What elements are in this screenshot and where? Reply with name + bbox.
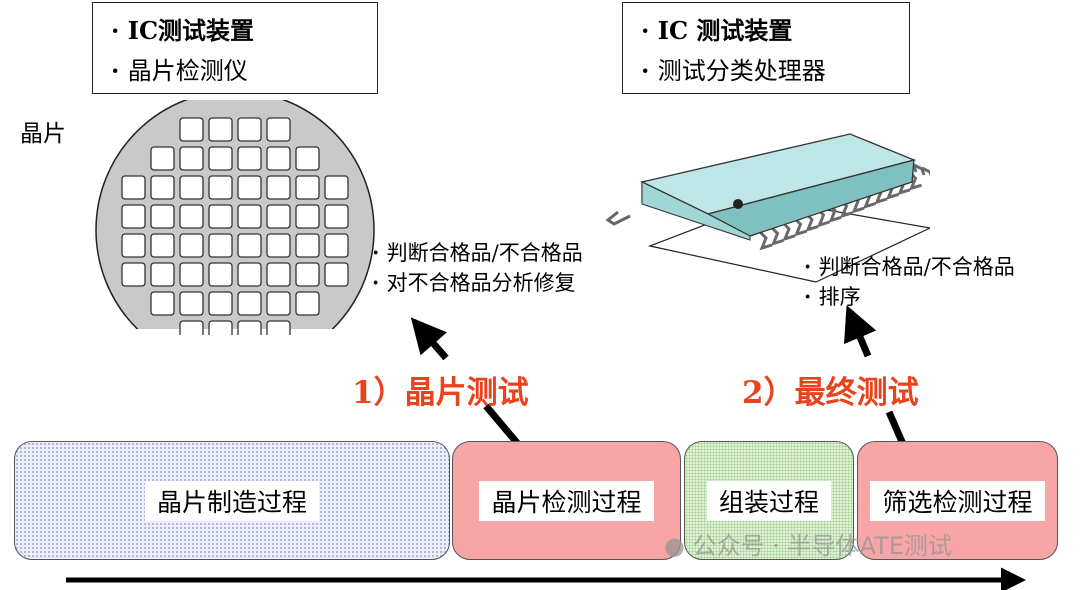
wafer-test-label: 1）晶片测试 xyxy=(352,375,529,411)
wafer-die xyxy=(208,204,233,229)
wafer-die xyxy=(324,204,349,229)
wafer-die xyxy=(295,262,320,287)
wafer-die xyxy=(295,233,320,258)
wafer-die xyxy=(266,175,291,200)
wafer-test-arrow-upper xyxy=(410,317,449,361)
wafer-equipment-line-1: IC测试装置 xyxy=(111,11,359,51)
wafer-die xyxy=(324,233,349,258)
stage-wafer-probe-label: 晶片检测过程 xyxy=(479,480,654,521)
wafer-die xyxy=(266,291,291,316)
wafer-label: 晶片 xyxy=(20,121,66,147)
final-test-arrow-lower xyxy=(885,410,907,446)
wafer-die xyxy=(179,204,204,229)
wafer-die xyxy=(266,146,291,171)
final-test-label: 2）最终测试 xyxy=(742,375,919,411)
wafer-die xyxy=(237,117,262,142)
wafer-test-arrow-lower xyxy=(483,403,521,447)
wafer-die xyxy=(121,175,146,200)
wafer-die xyxy=(179,146,204,171)
wafer-equipment-line-2: 晶片检测仪 xyxy=(111,51,359,91)
stage-assembly-label: 组装过程 xyxy=(706,480,831,521)
stage-wafer-probe: 晶片检测过程 xyxy=(452,441,681,560)
chip-equipment-line-1: IC 测试装置 xyxy=(641,11,891,51)
chip-lead xyxy=(758,230,773,251)
chip-equipment-line-2: 测试分类处理器 xyxy=(641,51,891,91)
wafer-die xyxy=(150,291,175,316)
wafer-die xyxy=(208,175,233,200)
wafer-die xyxy=(266,204,291,229)
wafer-die xyxy=(266,233,291,258)
wafer-die xyxy=(208,146,233,171)
wafer-die xyxy=(266,320,291,335)
chip-lead xyxy=(770,226,784,246)
wafer-die xyxy=(237,262,262,287)
wafer-die xyxy=(179,175,204,200)
wafer-die xyxy=(208,233,233,258)
wafer-die xyxy=(150,262,175,287)
watermark-text: 公众号 · 半导体ATE测试 xyxy=(692,532,952,560)
wafer-die xyxy=(266,262,291,287)
stage-wafer-fab: 晶片制造过程 xyxy=(14,441,450,560)
wafer-die xyxy=(150,233,175,258)
wafer-die xyxy=(208,117,233,142)
chip-equipment-box: IC 测试装置 测试分类处理器 xyxy=(622,2,910,94)
wafer-die xyxy=(237,175,262,200)
chip-lead xyxy=(921,166,930,177)
wafer-icon xyxy=(95,100,375,335)
stage-screening-label: 筛选检测过程 xyxy=(870,480,1045,521)
wafer-die xyxy=(295,175,320,200)
wafer-die xyxy=(237,146,262,171)
stage-wafer-fab-label: 晶片制造过程 xyxy=(144,480,319,521)
chip-notes: 判断合格品/不合格品 排序 xyxy=(804,252,1015,312)
stage-screening: 筛选检测过程 xyxy=(857,441,1058,560)
chip-lead xyxy=(781,221,796,242)
wafer-die xyxy=(179,117,204,142)
wafer-die xyxy=(295,291,320,316)
ic-chip-icon xyxy=(605,133,930,283)
watermark: ● 公众号 · 半导体ATE测试 xyxy=(664,526,952,561)
wafer-die xyxy=(237,291,262,316)
wafer-die xyxy=(121,233,146,258)
chip-note-2: 排序 xyxy=(804,282,1015,312)
wafer-die xyxy=(179,233,204,258)
wafer-equipment-box: IC测试装置 晶片检测仪 xyxy=(92,2,378,94)
wafer-note-1: 判断合格品/不合格品 xyxy=(372,238,583,268)
wafer-die xyxy=(237,204,262,229)
wafer-die xyxy=(208,291,233,316)
wafer-die xyxy=(150,146,175,171)
wafer-die xyxy=(121,262,146,287)
wafer-die xyxy=(179,262,204,287)
final-test-arrow-upper xyxy=(844,305,877,358)
wafer-die xyxy=(150,204,175,229)
wafer-note-2: 对不合格品分析修复 xyxy=(372,268,583,298)
chip-note-1: 判断合格品/不合格品 xyxy=(804,252,1015,282)
wafer-notes: 判断合格品/不合格品 对不合格品分析修复 xyxy=(372,238,583,298)
chip-lead xyxy=(793,217,807,237)
wafer-die xyxy=(237,233,262,258)
wafer-die xyxy=(179,291,204,316)
wafer-die xyxy=(324,262,349,287)
wafer-die xyxy=(208,262,233,287)
wafer-die xyxy=(295,204,320,229)
wafer-die xyxy=(150,175,175,200)
wafer-die xyxy=(324,175,349,200)
wafer-die xyxy=(179,320,204,335)
wafer-die xyxy=(121,204,146,229)
wafer-die xyxy=(295,146,320,171)
wafer-die xyxy=(237,320,262,335)
wafer-die xyxy=(208,320,233,335)
wafer-die xyxy=(266,117,291,142)
stage-assembly: 组装过程 xyxy=(684,441,854,560)
wechat-icon: ● xyxy=(664,532,685,560)
